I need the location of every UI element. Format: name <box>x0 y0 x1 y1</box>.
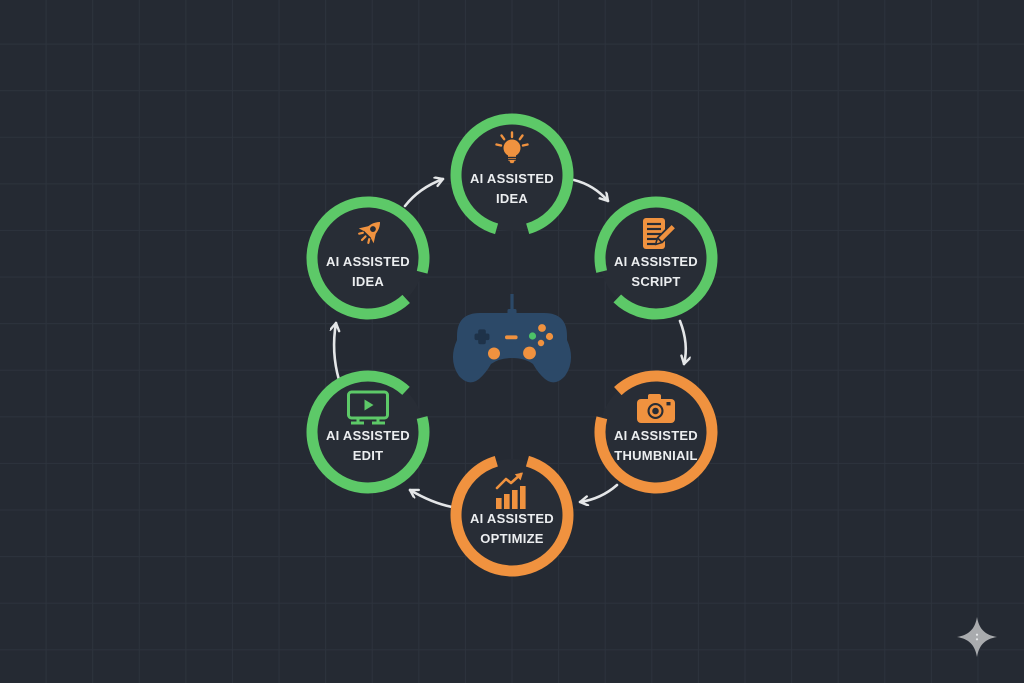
node-optimize: AI ASSISTED OPTIMIZE <box>450 453 574 577</box>
video-monitor-icon <box>306 385 430 431</box>
start-button-icon <box>505 335 518 340</box>
sparkle-icon <box>955 615 999 664</box>
node-label-line1: AI ASSISTED <box>470 171 554 186</box>
rocket-icon <box>306 211 430 257</box>
node-ring <box>594 196 718 320</box>
node-edit: AI ASSISTED EDIT <box>306 370 430 494</box>
node-idea-top: AI ASSISTED IDEA <box>450 113 574 237</box>
node-thumbnail: AI ASSISTED THUMBNIAIL <box>594 370 718 494</box>
arrow-script-to-thumbnail <box>678 319 686 366</box>
node-ring <box>594 370 718 494</box>
node-label-line2: OPTIMIZE <box>480 531 544 546</box>
right-stick <box>523 346 536 360</box>
node-label-line1: AI ASSISTED <box>470 511 554 526</box>
node-idea-left: AI ASSISTED IDEA <box>306 196 430 320</box>
camera-icon <box>594 385 718 431</box>
node-label-line2: THUMBNIAIL <box>614 448 698 463</box>
growth-chart-icon <box>450 468 574 514</box>
lightbulb-icon <box>450 128 574 174</box>
node-label-line2: IDEA <box>351 274 385 289</box>
node-label-line2: IDEA <box>495 191 529 206</box>
node-label-line1: AI ASSISTED <box>614 254 698 269</box>
dpad-icon <box>474 329 490 345</box>
button-left <box>528 332 537 340</box>
left-stick <box>488 347 500 360</box>
gamepad-icon <box>447 286 577 401</box>
button-bottom <box>537 339 545 347</box>
node-label-line2: SCRIPT <box>631 274 681 289</box>
script-pencil-icon <box>594 211 718 257</box>
node-label-line2: EDIT <box>352 448 384 463</box>
button-top <box>538 324 546 332</box>
node-ring <box>450 113 574 237</box>
node-ring <box>450 453 574 577</box>
node-label-line1: AI ASSISTED <box>614 428 698 443</box>
node-script: AI ASSISTED SCRIPT <box>594 196 718 320</box>
node-label-line1: AI ASSISTED <box>326 428 410 443</box>
node-ring <box>306 196 430 320</box>
node-label-line1: AI ASSISTED <box>326 254 410 269</box>
button-right <box>545 332 554 341</box>
node-ring <box>306 370 430 494</box>
